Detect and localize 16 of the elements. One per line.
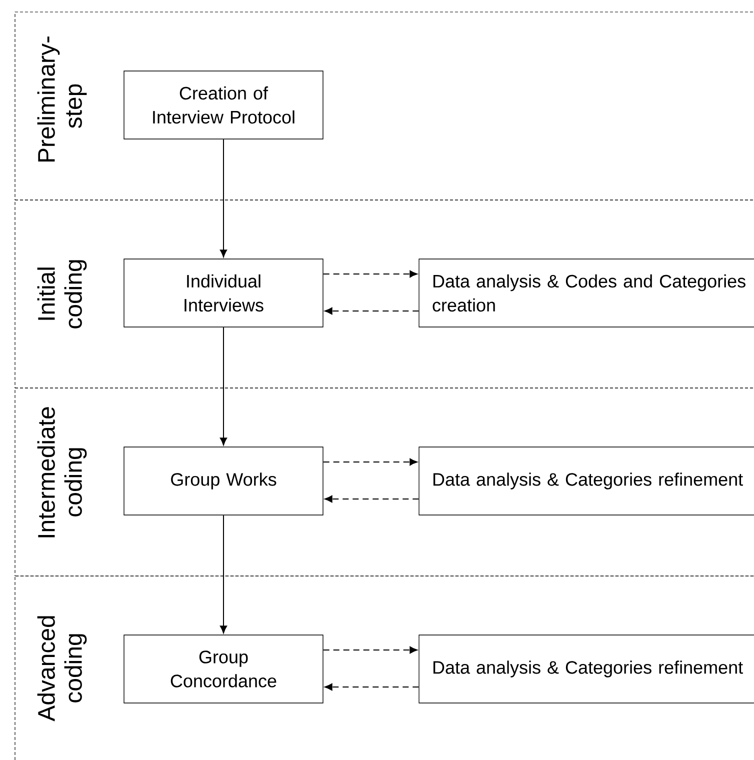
process-box: Data analysis & Categories refinement — [418, 634, 754, 704]
arrow — [324, 307, 420, 315]
process-box: Data analysis & Categories refinement — [418, 446, 754, 516]
arrow — [322, 646, 418, 654]
arrow — [220, 514, 228, 634]
process-box: Group Concordance — [124, 634, 324, 704]
process-box: Individual Interviews — [124, 258, 324, 328]
arrow — [324, 495, 420, 503]
arrow — [322, 458, 418, 466]
process-box: Creation of Interview Protocol — [124, 70, 324, 140]
process-box: Data analysis & Codes and Categories creation — [418, 258, 754, 328]
arrow — [324, 683, 420, 691]
arrow — [220, 138, 228, 258]
arrow — [220, 326, 228, 446]
process-box: Group Works — [124, 446, 324, 516]
arrow — [322, 270, 418, 278]
